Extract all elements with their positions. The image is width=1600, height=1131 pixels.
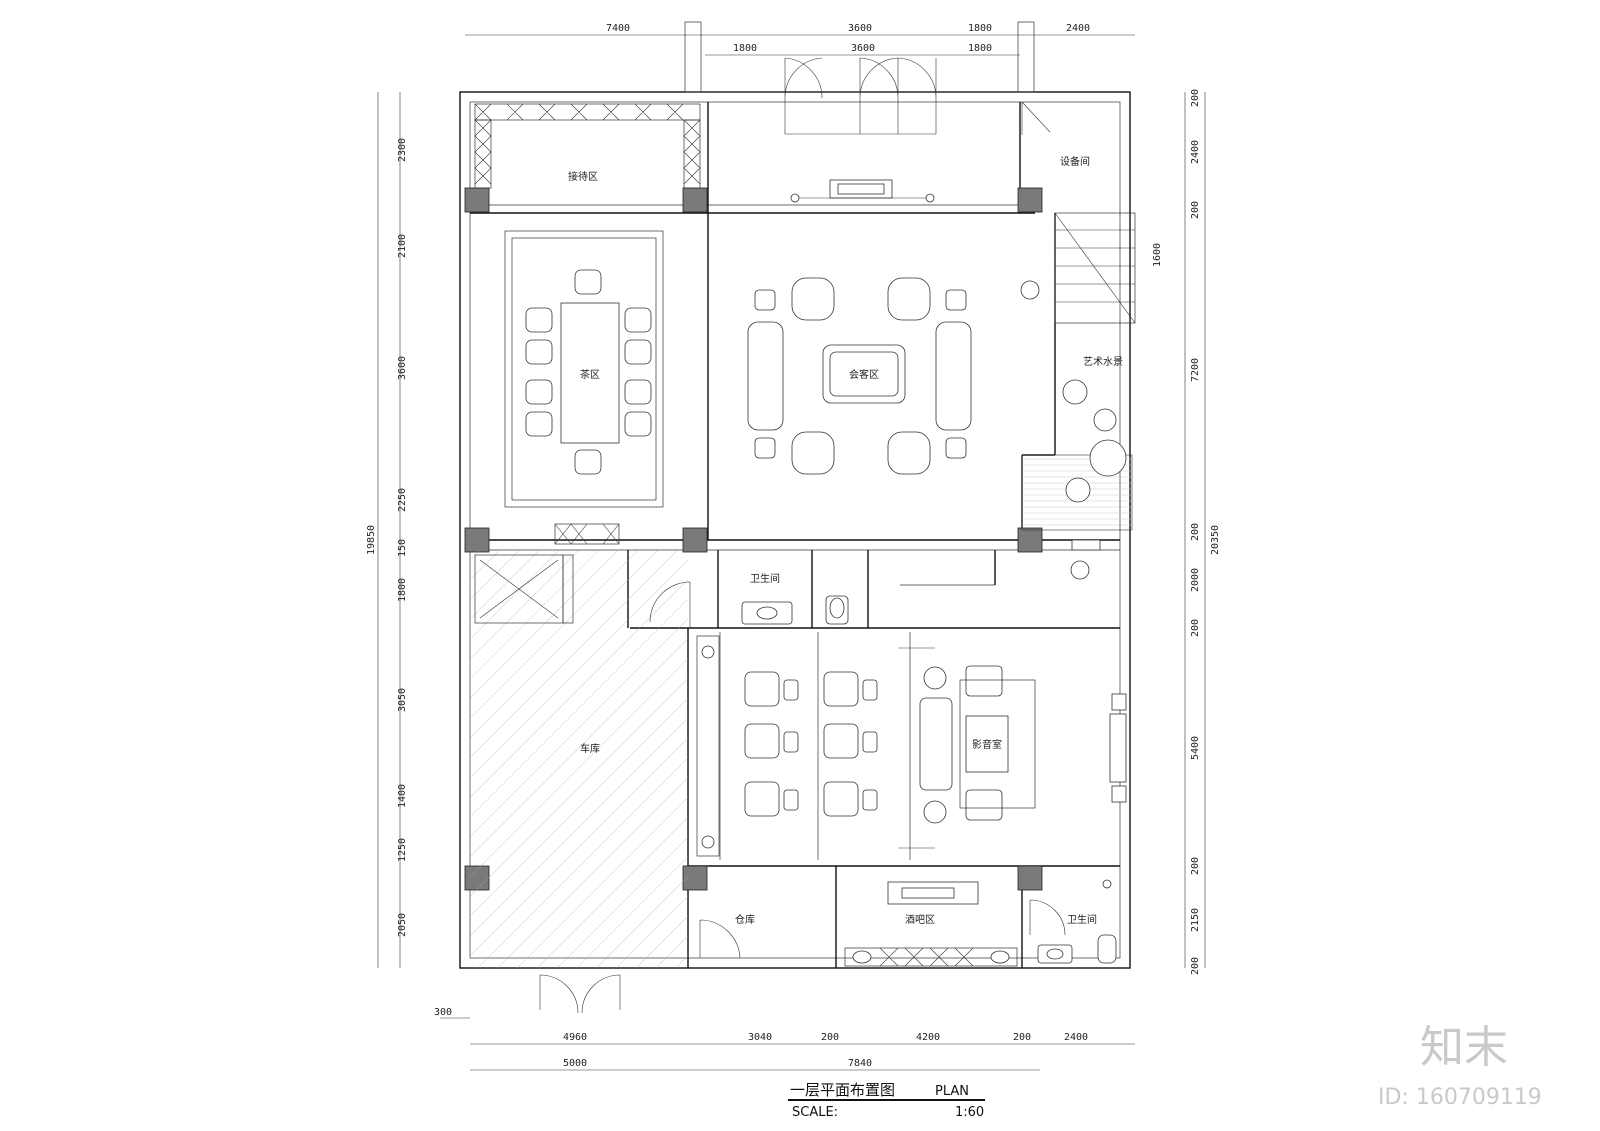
toilet-1-fixtures bbox=[649, 581, 849, 628]
toilet-2-fixtures bbox=[1029, 879, 1117, 964]
dim-right-8: 200 bbox=[1190, 619, 1201, 637]
room-label-toilet-2: 卫生间 bbox=[1067, 913, 1097, 926]
dimension-lines bbox=[377, 34, 1206, 1071]
drawing-title-block: 一层平面布置图 PLAN SCALE: 1:60 bbox=[788, 1081, 985, 1120]
dim-right-12: 200 bbox=[1190, 957, 1201, 975]
lounge-furniture bbox=[747, 277, 972, 475]
dim-left-10: 2050 bbox=[397, 913, 408, 937]
dimensions-right: 200 2400 200 1600 7200 200 2000 200 5400… bbox=[1152, 89, 1221, 975]
room-label-garage: 车库 bbox=[580, 742, 600, 755]
dim-top-inner-3: 1800 bbox=[968, 43, 992, 54]
dim-left-8: 1400 bbox=[397, 784, 408, 808]
dim-right-7: 2000 bbox=[1190, 568, 1201, 592]
storage-door bbox=[699, 919, 741, 959]
media-room-furniture bbox=[898, 647, 1127, 849]
dim-right-3: 200 bbox=[1190, 201, 1201, 219]
watermark-id: ID: 160709119 bbox=[1378, 1085, 1542, 1110]
dim-top-4: 2400 bbox=[1066, 23, 1090, 34]
reception-desk bbox=[790, 179, 935, 203]
top-entrance bbox=[684, 21, 1035, 135]
watermark: 知末 ID: 160709119 bbox=[1378, 1022, 1542, 1110]
room-label-tea: 茶区 bbox=[580, 368, 600, 381]
dimensions-left: 2300 2100 3600 2250 150 1800 3050 1400 1… bbox=[366, 138, 408, 937]
equipment-door bbox=[1021, 101, 1101, 580]
dim-left-4: 2250 bbox=[397, 488, 408, 512]
dim-bottom-3: 200 bbox=[821, 1032, 839, 1043]
dim-right-11: 2150 bbox=[1190, 908, 1201, 932]
dim-right-9: 5400 bbox=[1190, 736, 1201, 760]
dim-right-5: 7200 bbox=[1190, 358, 1201, 382]
watermark-logo: 知末 bbox=[1420, 1022, 1508, 1073]
dim-top-2: 3600 bbox=[848, 23, 872, 34]
dim-bottom-4: 4200 bbox=[916, 1032, 940, 1043]
dim-top-inner-2: 3600 bbox=[851, 43, 875, 54]
room-label-equipment: 设备间 bbox=[1060, 155, 1090, 168]
tea-area bbox=[504, 230, 664, 508]
dim-right-2: 2400 bbox=[1190, 140, 1201, 164]
room-label-storage: 仓库 bbox=[735, 913, 755, 926]
dim-left-5: 150 bbox=[397, 539, 408, 557]
dim-bottom-row2-2: 7840 bbox=[848, 1058, 872, 1069]
dimensions-bottom: 4960 3040 200 4200 200 2400 5000 7840 30… bbox=[434, 1007, 1088, 1069]
dim-right-10: 200 bbox=[1190, 857, 1201, 875]
room-label-toilet-1: 卫生间 bbox=[750, 572, 780, 585]
dim-right-total: 20350 bbox=[1210, 525, 1221, 555]
room-labels: 接待区 茶区 会客区 设备间 艺术水景 卫生间 车库 影音室 仓库 酒吧区 卫生… bbox=[568, 155, 1123, 926]
dim-right-1: 200 bbox=[1190, 89, 1201, 107]
dim-bottom-5: 200 bbox=[1013, 1032, 1031, 1043]
room-label-art-water: 艺术水景 bbox=[1083, 356, 1123, 368]
dim-left-7: 3050 bbox=[397, 688, 408, 712]
dim-bottom-row2-1: 5000 bbox=[563, 1058, 587, 1069]
bar-furniture bbox=[844, 881, 1018, 967]
dim-bottom-6: 2400 bbox=[1064, 1032, 1088, 1043]
dim-bottom-offset: 300 bbox=[434, 1007, 452, 1018]
dim-top-inner-1: 1800 bbox=[733, 43, 757, 54]
room-label-reception: 接待区 bbox=[568, 170, 598, 183]
scale-label: SCALE: bbox=[792, 1105, 838, 1120]
room-label-cinema: 影音室 bbox=[972, 738, 1002, 751]
dimensions-top: 7400 3600 1800 2400 1800 3600 1800 bbox=[606, 23, 1090, 54]
room-label-bar: 酒吧区 bbox=[905, 914, 935, 926]
dim-left-2: 2100 bbox=[397, 234, 408, 258]
room-label-lounge: 会客区 bbox=[849, 368, 879, 381]
dim-left-1: 2300 bbox=[397, 138, 408, 162]
dim-left-6: 1800 bbox=[397, 578, 408, 602]
columns bbox=[464, 187, 1043, 891]
dim-bottom-1: 4960 bbox=[563, 1032, 587, 1043]
dim-right-4: 1600 bbox=[1152, 243, 1163, 267]
scale-value: 1:60 bbox=[955, 1105, 984, 1120]
drawing-title: 一层平面布置图 bbox=[790, 1081, 895, 1099]
reception-shelves bbox=[474, 103, 701, 189]
drawing-title-en: PLAN bbox=[935, 1084, 969, 1099]
stairs-water-feature bbox=[1020, 212, 1136, 531]
dim-left-9: 1250 bbox=[397, 838, 408, 862]
dim-top-3: 1800 bbox=[968, 23, 992, 34]
garage-area bbox=[470, 523, 688, 1014]
dim-bottom-2: 3040 bbox=[748, 1032, 772, 1043]
cinema-seating bbox=[696, 635, 878, 857]
dim-top-1: 7400 bbox=[606, 23, 630, 34]
dim-right-6: 200 bbox=[1190, 523, 1201, 541]
dim-left-3: 3600 bbox=[397, 356, 408, 380]
dim-left-total: 19850 bbox=[366, 525, 377, 555]
